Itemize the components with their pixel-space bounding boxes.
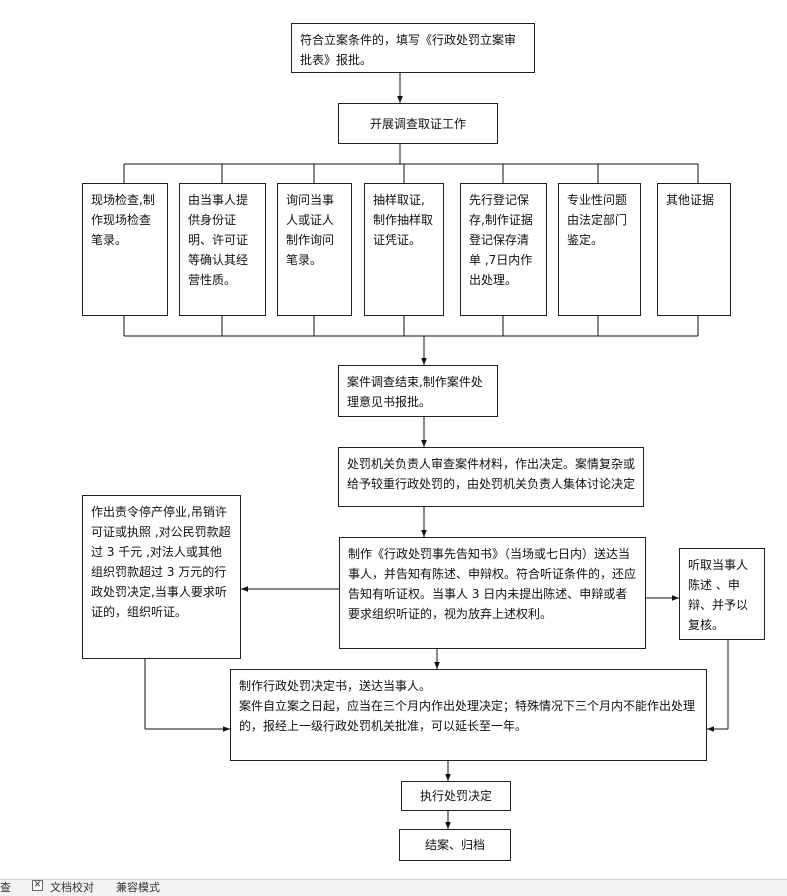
- evidence-professional-appraisal: 专业性问题由法定部门鉴定。: [558, 183, 641, 316]
- evidence-inquiry-record: 询问当事人或证人制作询问笔录。: [277, 183, 352, 316]
- step-hearing: 作出责令停产停业,吊销许可证或执照 ,对公民罚款超过 3 千元 ,对法人或其他组…: [82, 495, 241, 659]
- evidence-sampling: 抽样取证,制作抽样取证凭证。: [364, 183, 444, 316]
- step-case-report: 案件调查结束,制作案件处理意见书报批。: [338, 365, 498, 417]
- evidence-registration-preservation: 先行登记保存,制作证据登记保存清单 ,7日内作出处理。: [460, 183, 547, 316]
- step-close-archive: 结案、归档: [399, 829, 511, 861]
- step-execute-penalty: 执行处罚决定: [401, 781, 511, 811]
- status-left-text: 查: [0, 881, 11, 894]
- step-prior-notice: 制作《行政处罚事先告知书》（当场或七日内）送达当事人，并告知有陈述、申辩权。符合…: [339, 537, 646, 649]
- evidence-other: 其他证据: [657, 183, 731, 316]
- proofread-checkbox[interactable]: ✕: [32, 880, 43, 891]
- status-bar: 查 ✕ 文档校对 兼容模式: [0, 879, 787, 896]
- evidence-on-site-inspection: 现场检查,制作现场检查笔录。: [82, 183, 168, 316]
- step-penalty-decision: 制作行政处罚决定书，送达当事人。 案件自立案之日起，应当在三个月内作出处理决定；…: [230, 669, 707, 761]
- step-review-decision: 处罚机关负责人审查案件材料，作出决定。案情复杂或给予较重行政处罚的，由处罚机关负…: [338, 447, 644, 507]
- step-file-case: 符合立案条件的，填写《行政处罚立案审批表》报批。: [291, 23, 535, 73]
- step-investigate: 开展调查取证工作: [338, 103, 498, 144]
- evidence-identity-proof: 由当事人提供身份证明、许可证等确认其经营性质。: [179, 183, 266, 316]
- proofread-label[interactable]: 文档校对: [50, 881, 94, 894]
- compat-mode-label: 兼容模式: [116, 881, 160, 894]
- step-statement-defense: 听取当事人陈述 、申辩、并予以复核。: [679, 548, 765, 640]
